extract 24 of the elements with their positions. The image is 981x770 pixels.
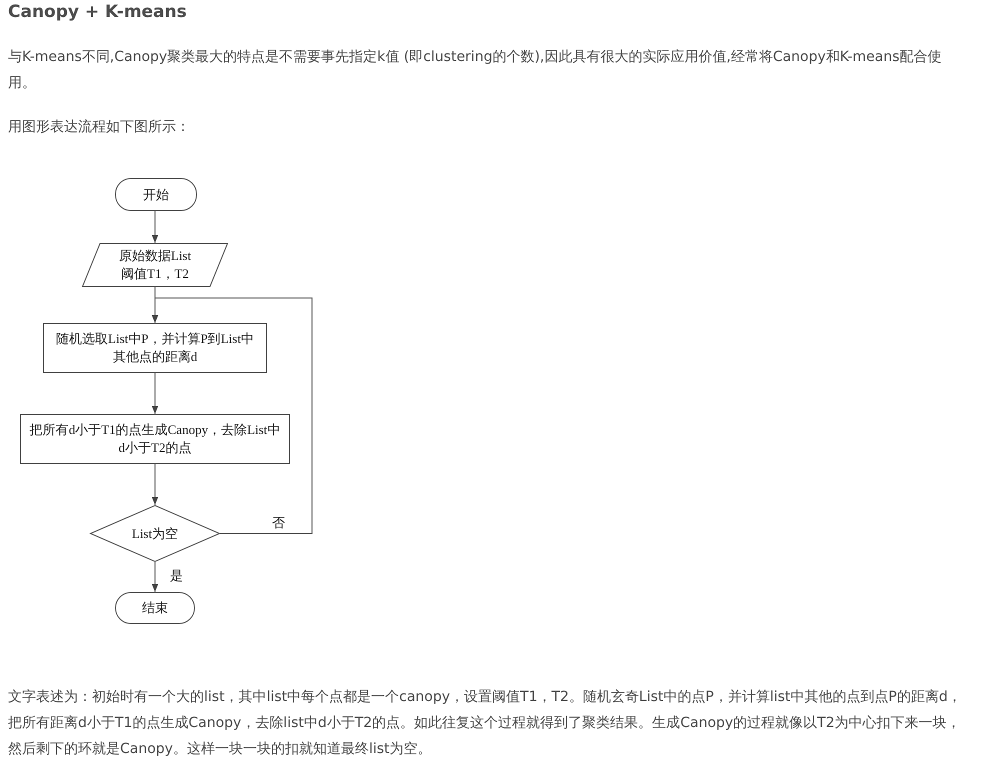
input-parallelogram <box>82 243 228 287</box>
end-terminal <box>115 592 195 624</box>
arrow <box>152 210 158 244</box>
paragraph: 用图形表达流程如下图所示： <box>8 118 191 137</box>
arrow <box>152 464 158 506</box>
node-text: 阈值T1，T2 <box>121 265 189 283</box>
process-box <box>20 414 290 464</box>
paragraph: 与K-means不同,Canopy聚类最大的特点是不需要事先指定k值 (即clustering的个数),因此具有很大的实际应用价值,经常将Canopy和K-means配合使用。 <box>8 48 943 93</box>
arrow <box>152 562 158 592</box>
paragraph: 文字表述为：初始时有一个大的list，其中list中每个点都是一个canopy，设置阈值T1，T2。随机玄奇List中的点P，并计算list中其他的点到点P的距离d，把所有距离d小于T1的点生成Canopy，去除list中d小于T2的点。如此往复这个过程就得到了聚类结果。生成Canopy的过程就像以T2为中心扣下来一块，然后剩下的环就是Canopy。这样一块一块的扣就知道最终list为空。 <box>8 688 963 759</box>
arrow <box>152 372 158 414</box>
node-text: 结束 <box>142 599 168 617</box>
edge-label: 是 <box>168 567 185 585</box>
arrow <box>152 298 312 534</box>
start-terminal <box>115 178 197 211</box>
node-text: List为空 <box>132 524 178 542</box>
decision-diamond <box>90 505 220 562</box>
node-text: 原始数据List <box>118 247 192 265</box>
edge-label: 否 <box>270 514 287 532</box>
node-text: 随机选取List中P，并计算P到List中其他点的距离d <box>55 330 255 366</box>
process-box <box>43 323 267 373</box>
node-text: 开始 <box>143 186 169 204</box>
heading: Canopy + K-means <box>8 2 187 22</box>
node-text: 把所有d小于T1的点生成Canopy，去除List中d小于T2的点 <box>28 421 282 457</box>
